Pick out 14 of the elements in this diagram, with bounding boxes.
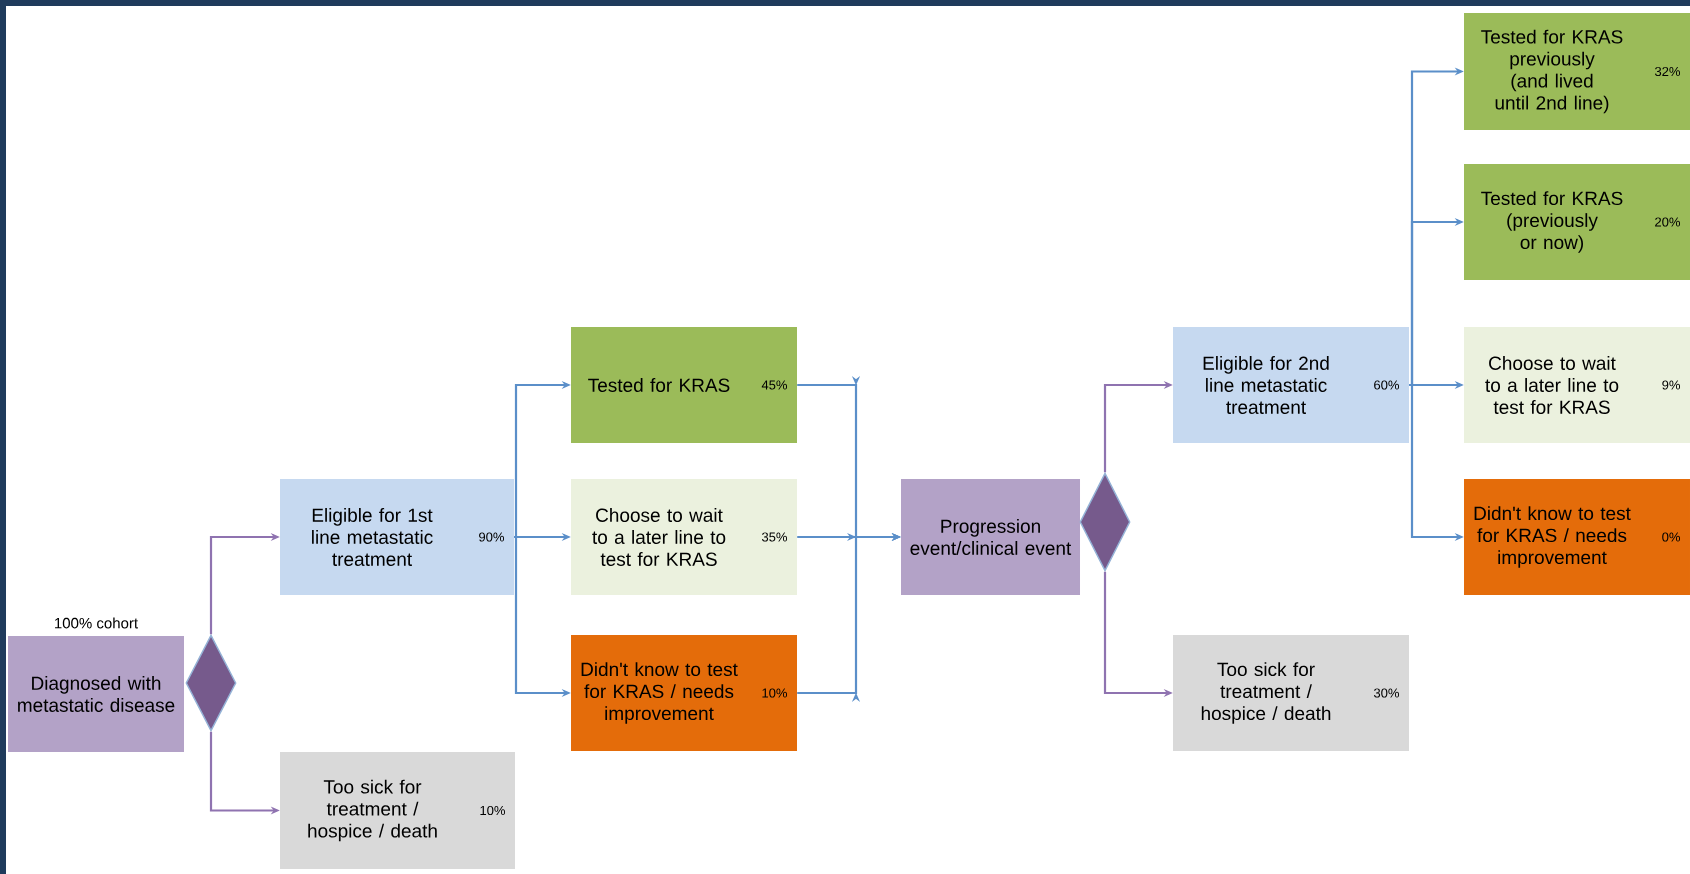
process-box: Too sick for treatment / hospice / death 10% [280,752,515,869]
process-box: Progression event/clinical event [901,479,1080,595]
process-box: Tested for KRAS 45% [571,327,797,443]
process-box: Tested for KRAS previously (and lived until 2nd line) 32% [1464,13,1690,130]
cohort-label: 100% cohort [55,617,138,629]
process-box: Choose to wait to a later line to test for KRAS 35% [571,479,797,595]
process-box: Eligible for 2nd line metastatic treatment 60% [1173,327,1409,443]
process-box: Didn't know to test for KRAS / needs improvement 10% [571,635,797,751]
process-box: Too sick for treatment / hospice / death 30% [1173,635,1409,751]
process-box: Didn't know to test for KRAS / needs improvement 0% [1464,479,1690,595]
process-box: Tested for KRAS (previously or now) 20% [1464,164,1690,280]
process-box: Diagnosed with metastatic disease [8,636,184,752]
process-box: Choose to wait to a later line to test for KRAS 9% [1464,327,1690,443]
process-box: Eligible for 1st line metastatic treatment 90% [280,479,514,595]
